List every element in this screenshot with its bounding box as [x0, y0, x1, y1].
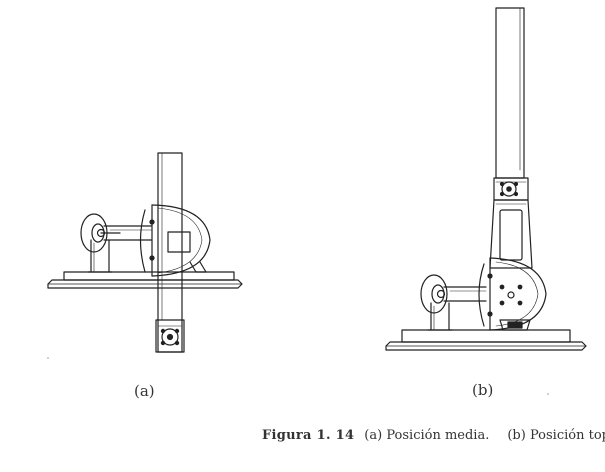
subfigure-a-label: (a) [134, 382, 155, 400]
caption-part-a: (a) Posición media. [364, 428, 490, 443]
idler-roller-a [80, 213, 121, 273]
vertical-arm-a [155, 152, 185, 353]
subfigure-b-label: (b) [472, 381, 494, 399]
main-wheel-a [139, 204, 211, 277]
connecting-rods-a [103, 225, 153, 241]
scan-speck [47, 357, 49, 359]
figure-caption: Figura 1. 14 (a) Posición media. (b) Posic… [262, 428, 605, 443]
base-plate-b [385, 319, 587, 351]
caption-part-b: (b) Posición tope [507, 428, 605, 443]
idler-roller-b [420, 274, 453, 331]
drawing-b-top-position [385, 7, 587, 351]
main-wheel-b [478, 257, 547, 331]
drawing-a-middle-position [47, 152, 243, 353]
scan-speck [547, 393, 549, 395]
vertical-arm-b [489, 7, 533, 269]
base-plate-a [47, 271, 243, 289]
caption-number: Figura 1. 14 [262, 428, 355, 443]
